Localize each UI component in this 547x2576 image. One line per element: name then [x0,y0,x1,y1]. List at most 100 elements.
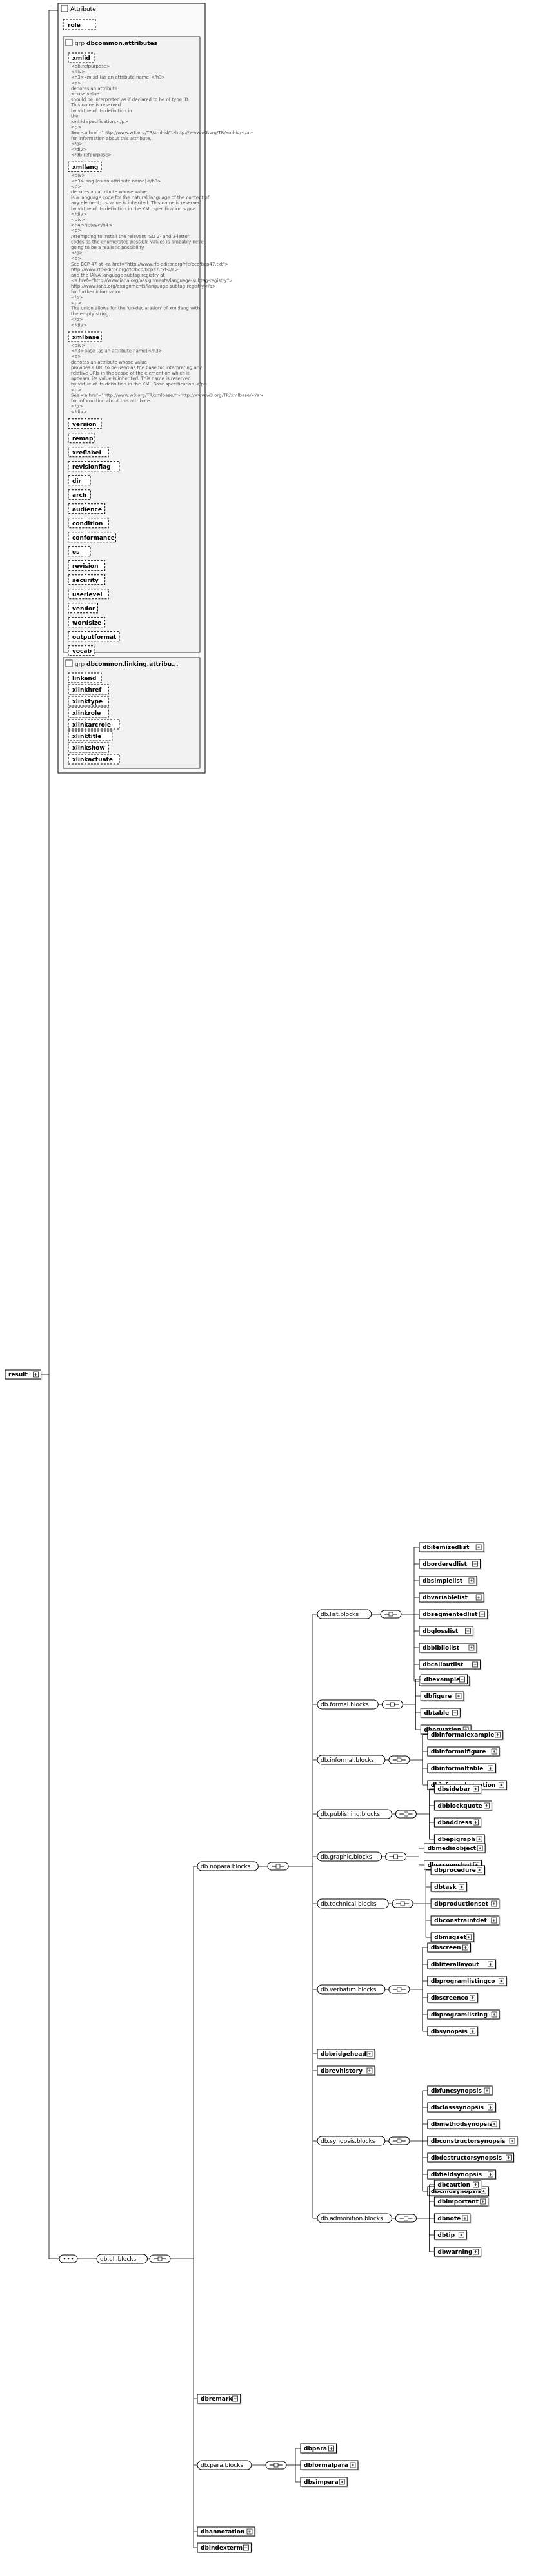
element-dbscreenco[interactable]: dbscreenco [427,1993,479,2004]
attribute-xlinkarcrole[interactable]: xlinkarcrole [68,719,120,730]
element-dbbridgehead[interactable]: dbbridgehead [317,2049,376,2060]
element-dbinformalfigure[interactable]: dbinformalfigure [427,1746,501,1757]
attribute-security[interactable]: security [68,574,106,585]
element-dbmediaobject[interactable]: dbmediaobject [424,1843,487,1854]
collapse-toggle-icon[interactable] [61,5,68,12]
element-dbformalpara[interactable]: dbformalpara [300,2460,359,2471]
attribute-xlinkshow[interactable]: xlinkshow [68,742,109,753]
attribute-xreflabel[interactable]: xreflabel [68,447,109,458]
group-db-list-blocks[interactable]: db.list.blocks [317,1609,372,1619]
element-dbsidebar[interactable]: dbsidebar [433,1784,482,1795]
element-dbprogramlisting[interactable]: dbprogramlisting [427,2009,501,2020]
element-dbremark[interactable]: dbremark [197,2394,242,2405]
element-dbindexterm[interactable]: dbindexterm [197,2542,253,2553]
element-dbnote[interactable]: dbnote [433,2213,472,2224]
element-dbliterallayout[interactable]: dbliterallayout [427,1959,497,1970]
element-dbsegmentedlist[interactable]: dbsegmentedlist [419,1609,489,1620]
element-dbinformaltable[interactable]: dbinformaltable [427,1763,497,1774]
element-dbmethodsynopsis[interactable]: dbmethodsynopsis [427,2119,501,2130]
role-attribute[interactable]: role [63,19,96,30]
group-db-informal-blocks[interactable]: db.informal.blocks [317,1755,386,1765]
element-dbtip[interactable]: dbtip [433,2230,468,2241]
collapse-toggle-icon[interactable] [65,39,73,46]
element-dbsimplelist[interactable]: dbsimplelist [419,1576,478,1586]
attribute-xlinkrole[interactable]: xlinkrole [68,707,109,718]
element-dbimportant[interactable]: dbimportant [433,2196,490,2207]
attribute-outputformat[interactable]: outputformat [68,631,120,642]
element-dbfuncsynopsis[interactable]: dbfuncsynopsis [427,2085,493,2096]
element-dbwarning[interactable]: dbwarning [433,2247,482,2258]
element-dbscreen[interactable]: dbscreen [427,1942,472,1953]
attribute-xlinkhref[interactable]: xlinkhref [68,684,109,695]
group-db-synopsis-blocks[interactable]: db.synopsis.blocks [317,2136,386,2146]
group-db-publishing-blocks[interactable]: db.publishing.blocks [317,1809,392,1819]
attribute-condition[interactable]: condition [68,518,109,529]
annotation-line: </p> [71,295,83,300]
group-db-verbatim-blocks[interactable]: db.verbatim.blocks [317,1984,386,1995]
element-dbcaution[interactable]: dbcaution [433,2180,482,2191]
element-dborderedlist[interactable]: dborderedlist [419,1559,482,1570]
attribute-linkend[interactable]: linkend [68,672,102,683]
element-dbsynopsis[interactable]: dbsynopsis [427,2026,479,2037]
attribute-xmllang[interactable]: xmllang [68,161,102,172]
attribute-audience[interactable]: audience [68,503,106,514]
attribute-vendor[interactable]: vendor [68,603,98,614]
attribute-name: xlinktype [72,699,103,705]
element-dbcalloutlist[interactable]: dbcalloutlist [419,1659,482,1670]
attribute-vocab[interactable]: vocab [68,645,95,656]
element-dbtable[interactable]: dbtable [420,1708,462,1719]
all-blocks-group[interactable]: db.all.blocks [96,2254,148,2264]
element-dbvariablelist[interactable]: dbvariablelist [419,1592,486,1603]
attribute-xlinktitle[interactable]: xlinktitle [68,730,113,741]
element-dbinformalexample[interactable]: dbinformalexample [427,1730,504,1741]
element-dbproductionset[interactable]: dbproductionset [430,1898,501,1909]
element-dbannotation[interactable]: dbannotation [197,2526,256,2537]
element-dbmsgset[interactable]: dbmsgset [430,1932,475,1943]
attribute-arch[interactable]: arch [68,489,91,500]
group-db-admonition-blocks[interactable]: db.admonition.blocks [317,2213,392,2223]
element-dbtask[interactable]: dbtask [430,1882,468,1893]
attribute-version[interactable]: version [68,418,102,429]
element-label: dbclasssynopsis [431,2105,484,2111]
element-dbglosslist[interactable]: dbglosslist [419,1626,475,1637]
attribute-xmlbase[interactable]: xmlbase [68,331,102,342]
element-dbpara[interactable]: dbpara [300,2443,338,2454]
element-dbfigure[interactable]: dbfigure [420,1691,465,1702]
element-dbepigraph[interactable]: dbepigraph [433,1834,486,1845]
element-dbfieldsynopsis[interactable]: dbfieldsynopsis [427,2169,497,2180]
attribute-xmlid[interactable]: xmlid [68,52,95,63]
result-element[interactable]: result [5,1369,43,1380]
attribute-name: xreflabel [72,450,101,456]
group-db-graphic-blocks[interactable]: db.graphic.blocks [317,1851,383,1862]
group-db-formal-blocks[interactable]: db.formal.blocks [317,1699,379,1710]
element-dbbibliolist[interactable]: dbbibliolist [419,1643,478,1654]
attribute-xlinktype[interactable]: xlinktype [68,696,109,707]
attribute-xlinkactuate[interactable]: xlinkactuate [68,754,120,765]
attribute-wordsize[interactable]: wordsize [68,617,106,628]
attribute-revisionflag[interactable]: revisionflag [68,461,120,472]
element-dbexample[interactable]: dbexample [420,1674,469,1685]
element-dbconstructorsynopsis[interactable]: dbconstructorsynopsis [427,2136,519,2147]
element-label: dbvariablelist [423,1595,468,1601]
collapse-toggle-icon[interactable] [65,659,73,667]
attribute-os[interactable]: os [68,546,91,557]
attribute-conformance[interactable]: conformance [68,532,116,543]
element-dbsimpara[interactable]: dbsimpara [300,2477,349,2488]
nopara-blocks-group[interactable]: db.nopara.blocks [197,1861,259,1871]
group-db-technical-blocks[interactable]: db.technical.blocks [317,1898,389,1909]
attribute-dir[interactable]: dir [68,475,91,486]
element-dbrevhistory[interactable]: dbrevhistory [317,2065,376,2076]
element-dbprocedure[interactable]: dbprocedure [430,1865,486,1876]
element-dbdestructorsynopsis[interactable]: dbdestructorsynopsis [427,2152,515,2163]
attribute-remap[interactable]: remap [68,433,95,444]
element-dbblockquote[interactable]: dbblockquote [433,1800,493,1811]
element-dbconstraintdef[interactable]: dbconstraintdef [430,1915,501,1926]
element-dbprogramlistingco[interactable]: dbprogramlistingco [427,1976,508,1987]
attribute-userlevel[interactable]: userlevel [68,589,109,600]
group-db-para-blocks[interactable]: db.para.blocks [197,2460,252,2470]
attribute-revision[interactable]: revision [68,560,106,571]
element-dbaddress[interactable]: dbaddress [433,1817,482,1828]
annotation-line: <h3>xml:id (as an attribute name)</h3> [71,75,166,80]
element-dbitemizedlist[interactable]: dbitemizedlist [419,1542,486,1553]
element-dbclasssynopsis[interactable]: dbclasssynopsis [427,2102,497,2113]
